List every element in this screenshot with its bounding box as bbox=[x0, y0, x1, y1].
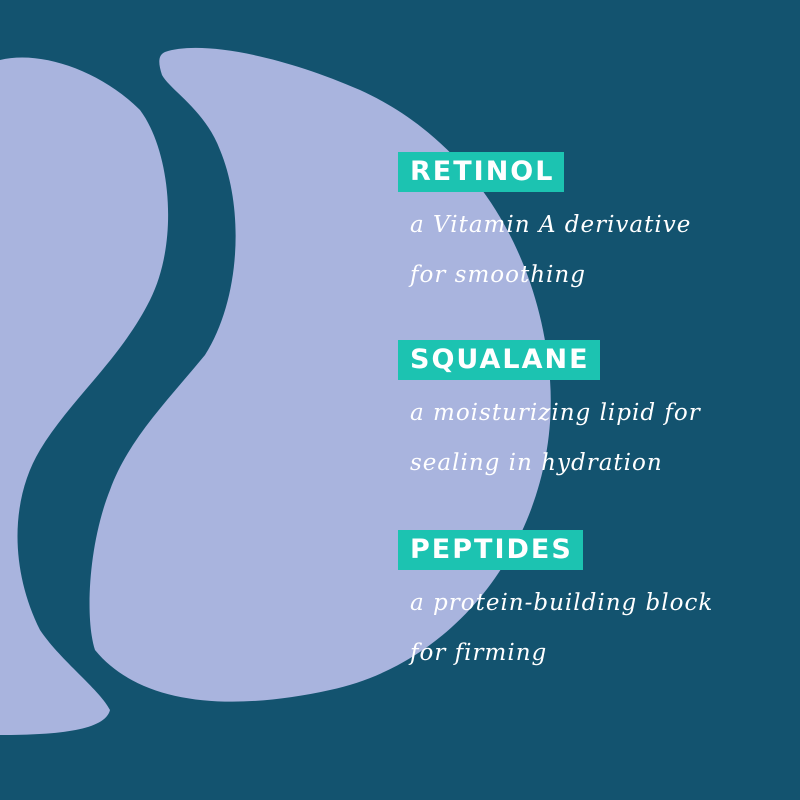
ingredient-peptides: PEPTIDES a protein-building block for fi… bbox=[398, 530, 788, 678]
description-line: for firming bbox=[410, 640, 548, 666]
ingredient-name-tag: SQUALANE bbox=[398, 340, 600, 380]
description-line: a Vitamin A derivative bbox=[410, 212, 692, 238]
description-line: a protein-building block bbox=[410, 590, 714, 616]
ingredient-description: a protein-building block for firming bbox=[398, 578, 788, 678]
description-line: sealing in hydration bbox=[410, 450, 663, 476]
ingredient-squalane: SQUALANE a moisturizing lipid for sealin… bbox=[398, 340, 788, 488]
ingredient-name-tag: PEPTIDES bbox=[398, 530, 583, 570]
left-eye-patch bbox=[0, 57, 169, 735]
ingredient-description: a Vitamin A derivative for smoothing bbox=[398, 200, 788, 300]
ingredient-name-tag: RETINOL bbox=[398, 152, 565, 192]
description-line: a moisturizing lipid for bbox=[410, 400, 701, 426]
ingredient-retinol: RETINOL a Vitamin A derivative for smoot… bbox=[398, 152, 788, 300]
description-line: for smoothing bbox=[410, 262, 586, 288]
ingredient-description: a moisturizing lipid for sealing in hydr… bbox=[398, 388, 788, 488]
